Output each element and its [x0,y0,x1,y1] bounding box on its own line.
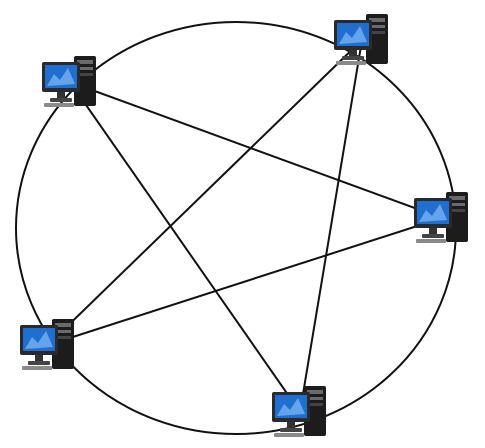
monitor-base [280,428,302,432]
monitor-stand [57,92,65,98]
link-n1-n5 [70,82,300,412]
computer-node-n2[interactable] [334,14,388,65]
link-n1-n3 [70,82,442,218]
monitor-base [50,98,72,102]
computer-nodes [20,14,468,437]
monitor-base [422,234,444,238]
keyboard [416,239,446,243]
monitor-stand [349,50,357,56]
monitor-stand [35,355,43,361]
keyboard [44,103,74,107]
monitor-stand [287,422,295,428]
keyboard [22,366,52,370]
link-n2-n5 [300,40,362,412]
monitor-base [342,56,364,60]
computer-node-n4[interactable] [20,319,74,370]
computer-node-n1[interactable] [42,56,96,107]
computer-node-n5[interactable] [272,386,326,437]
keyboard [336,61,366,65]
link-lines [48,40,442,412]
link-n4-n3 [48,218,442,345]
monitor-stand [429,228,437,234]
monitor-base [28,361,50,365]
keyboard [274,433,304,437]
computer-node-n3[interactable] [414,192,468,243]
